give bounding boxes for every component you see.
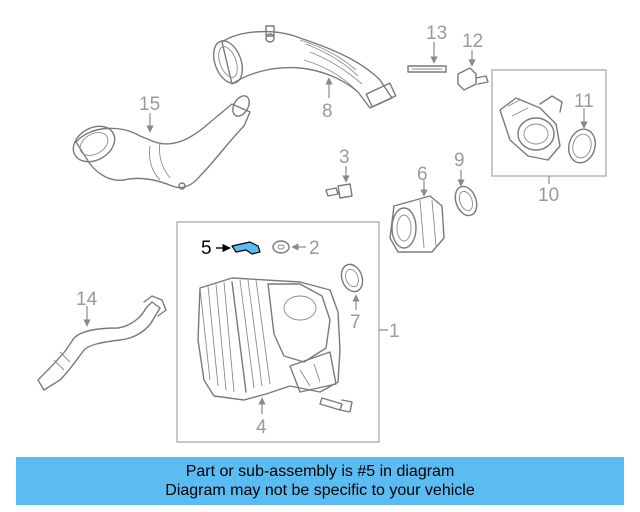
- part-3-bolt: [325, 183, 353, 199]
- part-14-drain-hose: [37, 295, 167, 391]
- mounting-bolt: [319, 397, 353, 413]
- callout-1: 1: [389, 321, 400, 342]
- callout-3: 3: [339, 147, 350, 168]
- callout-4: 4: [256, 417, 267, 438]
- callout-14: 14: [76, 289, 98, 310]
- callout-6: 6: [417, 164, 428, 185]
- part-9-clamp: [454, 185, 478, 217]
- callout-5: 5: [201, 238, 212, 259]
- part-10-throttle-body: [499, 95, 563, 161]
- part-11-gasket-ring: [567, 128, 597, 164]
- callout-10: 10: [538, 185, 559, 206]
- callout-8: 8: [322, 101, 333, 122]
- part-2-grommet: [272, 240, 290, 254]
- part-6-airflow-sensor: [389, 195, 445, 253]
- callout-15: 15: [139, 94, 160, 115]
- callout-2: 2: [309, 238, 320, 259]
- callout-13: 13: [426, 23, 447, 44]
- callout-9: 9: [454, 150, 465, 171]
- part-15-inlet-duct: [72, 95, 251, 190]
- parts-diagram: 8 13 12 11 10 15: [37, 23, 607, 443]
- info-banner: Part or sub-assembly is #5 in diagram Di…: [16, 457, 624, 505]
- part-7-gasket: [340, 263, 364, 293]
- part-13-strip: [407, 65, 447, 73]
- part-12-bolt: [457, 67, 489, 91]
- air-cleaner-assembly: [197, 277, 341, 401]
- part-8-intake-hose: [212, 25, 397, 109]
- banner-line-2: Diagram may not be specific to your vehi…: [165, 482, 475, 499]
- part-5-bracket-highlighted: [231, 241, 261, 255]
- banner-line-1: Part or sub-assembly is #5 in diagram: [185, 463, 455, 480]
- part-1-box: [176, 221, 380, 443]
- callout-12: 12: [462, 31, 483, 52]
- callout-7: 7: [350, 312, 361, 333]
- callout-11: 11: [574, 91, 594, 112]
